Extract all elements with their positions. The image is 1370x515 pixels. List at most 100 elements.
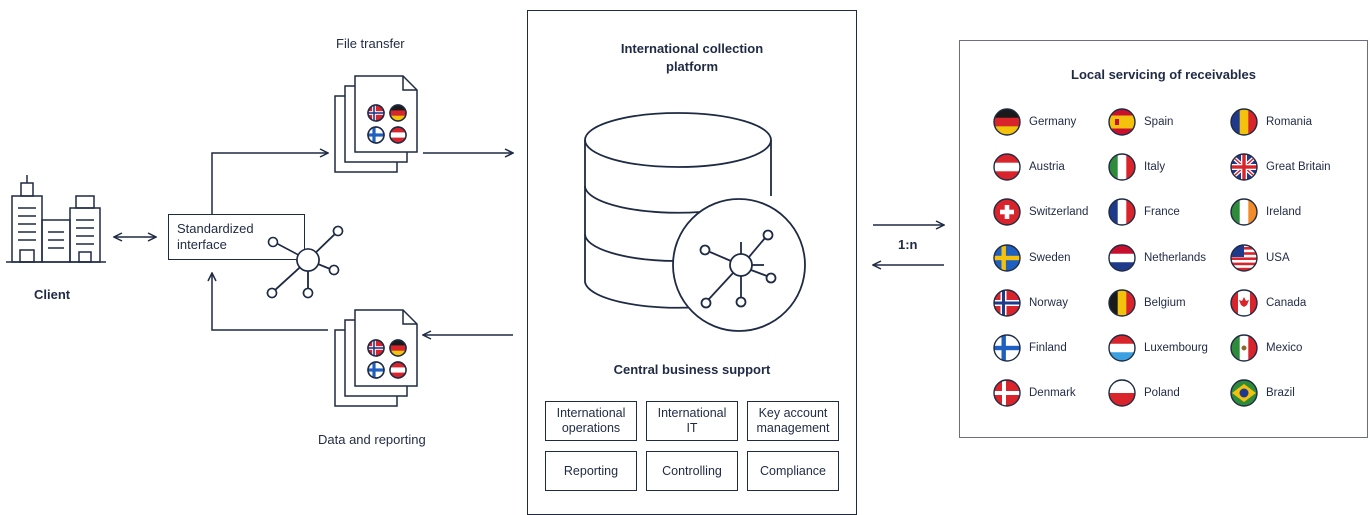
country-label: France [1144,206,1180,219]
flag-sweden-icon [993,243,1021,272]
standardized-interface-box: Standardized interface [168,214,305,260]
local-servicing-box [959,40,1368,438]
country-brazil: Brazil [1230,378,1295,408]
country-romania: Romania [1230,107,1312,137]
support-label: management [756,421,830,435]
flag-luxembourg-icon [1108,334,1136,362]
country-label: Great Britain [1266,161,1331,174]
country-mexico: Mexico [1230,333,1302,363]
country-austria: Austria [993,152,1065,182]
support-compliance: Compliance [747,451,839,491]
flag-poland-icon [1108,379,1136,407]
country-label: Brazil [1266,387,1295,400]
country-label: Romania [1266,116,1313,128]
flag-finland-icon [993,334,1021,362]
country-usa: USA [1230,243,1290,273]
country-france: France [1108,197,1180,227]
flag-france-icon [1108,198,1136,227]
flag-great-britain-icon [1230,153,1258,181]
mini-flag-norway [367,104,385,122]
country-label: Spain [1144,116,1174,128]
support-label: Reporting [563,463,619,478]
country-label: Germany [1029,116,1077,128]
platform-title-line2: platform [666,59,718,74]
country-denmark: Denmark [993,378,1076,408]
flag-austria-icon [993,153,1021,181]
local-servicing-title: Local servicing of receivables [1071,67,1256,82]
flag-canada-icon [1230,289,1258,317]
file-transfer-documents-icon [334,75,418,173]
database-icon [584,112,806,332]
support-reporting: Reporting [545,451,637,491]
country-label: Ireland [1266,206,1302,219]
country-label: Poland [1144,387,1180,400]
country-label: USA [1266,251,1290,264]
country-label: Finland [1029,342,1067,354]
mini-flag-finland [367,126,385,144]
country-label: Sweden [1029,251,1071,264]
country-germany: Germany [993,107,1076,137]
flag-switzerland-icon [993,198,1021,227]
client-label: Client [34,287,71,302]
flag-norway-icon [993,289,1021,317]
support-label: Controlling [662,463,722,478]
country-label: Denmark [1029,387,1076,400]
country-sweden: Sweden [993,243,1071,273]
data-reporting-label: Data and reporting [318,432,426,447]
mini-flag-germany [389,104,407,122]
flag-belgium-icon [1108,289,1136,317]
flag-mexico-icon [1230,334,1258,362]
support-label: Compliance [759,463,826,478]
country-italy: Italy [1108,152,1165,182]
support-label: IT [686,421,698,435]
country-label: Belgium [1144,296,1186,309]
country-label: Canada [1266,296,1307,309]
reporting-documents-icon [334,309,418,407]
country-ireland: Ireland [1230,197,1301,227]
country-spain: Spain [1108,107,1173,137]
support-label: International [657,406,727,420]
support-controlling: Controlling [646,451,738,491]
platform-title-line1: International collection [620,41,764,56]
support-label: International [556,406,626,420]
mini-flag-austria [389,126,407,144]
interface-label-line1: Standardized [177,221,254,236]
country-label: Italy [1144,161,1166,174]
flag-italy-icon [1108,153,1136,181]
flag-ireland-icon [1230,198,1258,227]
country-netherlands: Netherlands [1108,243,1206,273]
country-poland: Poland [1108,378,1180,408]
country-label: Luxembourg [1144,342,1208,354]
country-luxembourg: Luxembourg [1108,333,1208,363]
flag-brazil-icon [1230,379,1258,407]
country-finland: Finland [993,333,1067,363]
flag-romania-icon [1230,108,1258,136]
country-great-britain: Great Britain [1230,152,1331,182]
country-label: Netherlands [1144,251,1207,264]
file-transfer-label: File transfer [336,36,405,51]
interface-label-line2: interface [177,237,227,252]
country-canada: Canada [1230,288,1306,318]
support-label: operations [561,421,621,435]
relation-label: 1:n [898,237,918,252]
country-switzerland: Switzerland [993,197,1088,227]
flag-usa-icon [1230,243,1258,272]
client-buildings-icon [6,175,106,263]
country-norway: Norway [993,288,1068,318]
support-label: Key account [758,406,828,420]
flag-germany-icon [993,108,1021,136]
reporting-path [212,273,328,331]
flag-denmark-icon [993,379,1021,407]
country-belgium: Belgium [1108,288,1186,318]
central-support-title: Central business support [613,362,771,377]
country-label: Norway [1029,296,1068,309]
country-label: Mexico [1266,342,1303,354]
flag-netherlands-icon [1108,243,1136,272]
upload-path [211,153,328,214]
flag-spain-icon [1108,108,1136,136]
country-label: Austria [1029,161,1065,174]
platform-title: International collection platform [527,40,857,76]
